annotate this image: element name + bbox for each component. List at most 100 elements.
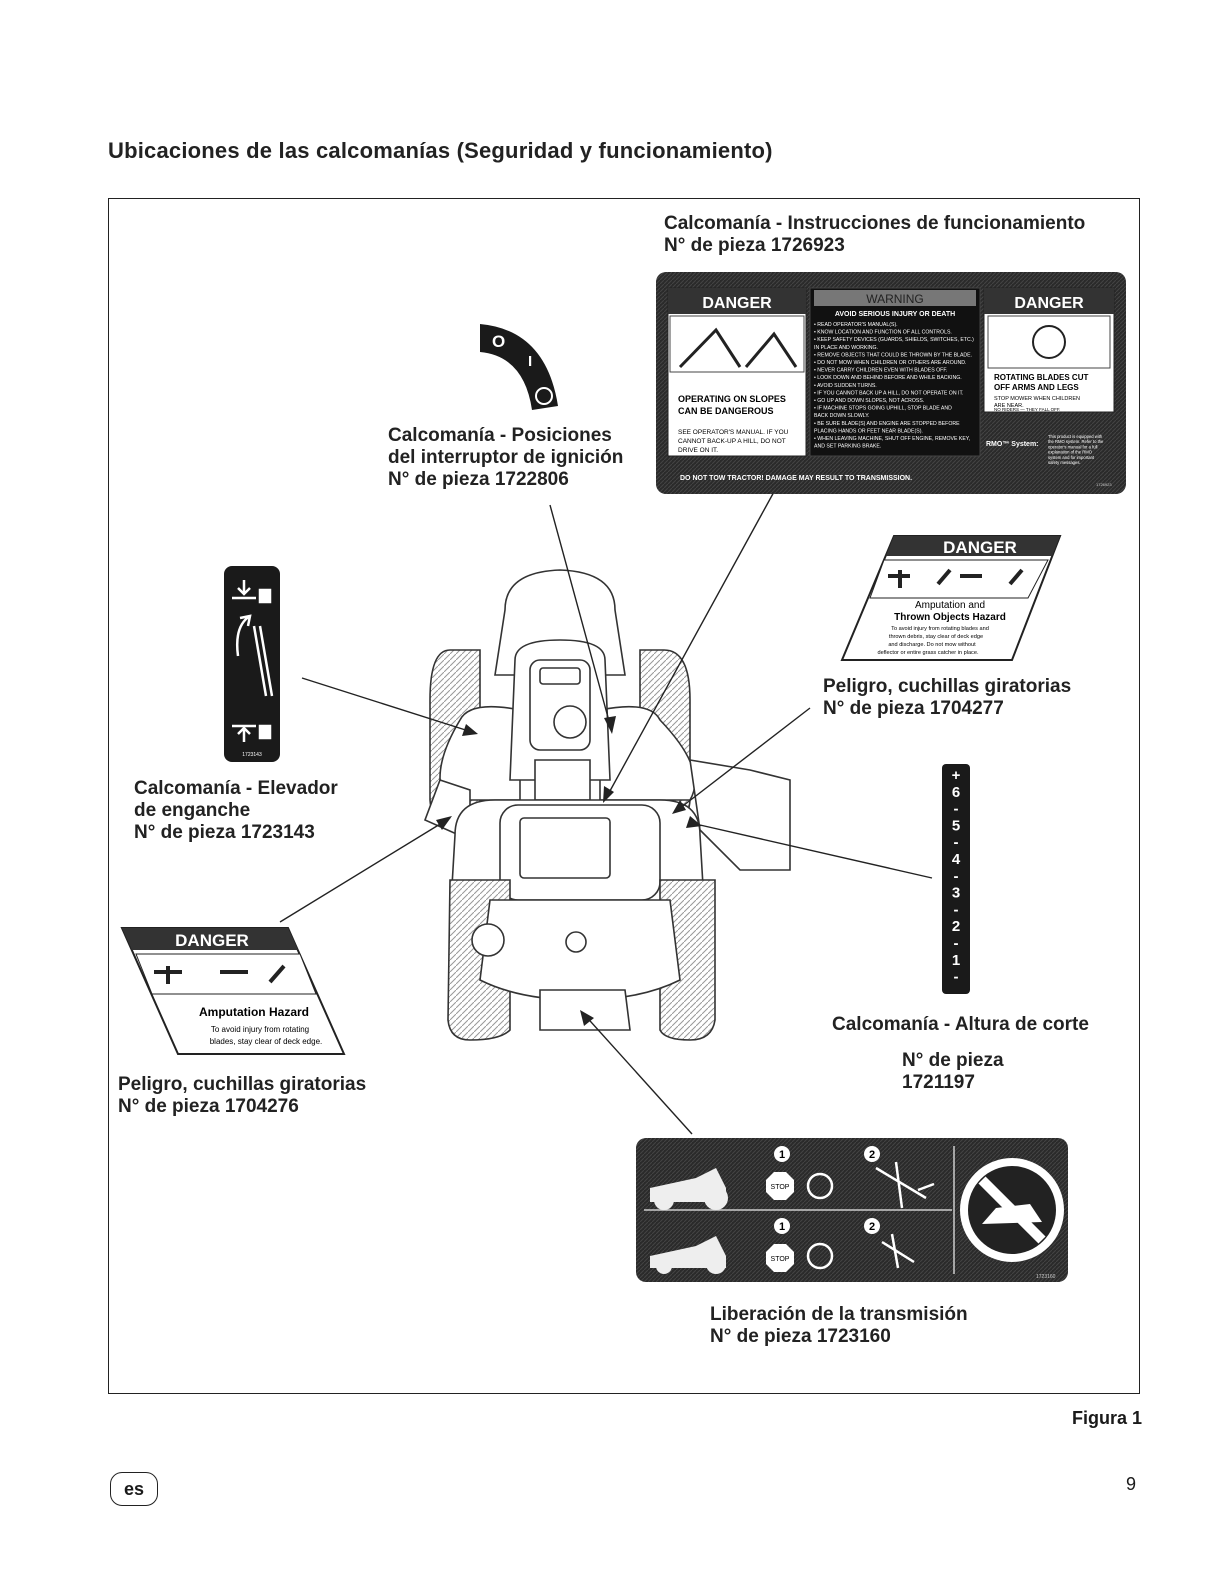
decal-text: BACK DOWN SLOWLY. xyxy=(814,413,869,419)
decal-text: deflector or entire grass catcher in pla… xyxy=(877,650,978,656)
decal-text: • IF MACHINE STOPS GOING UPHILL, STOP BL… xyxy=(814,406,952,412)
decal-text: safety messages. xyxy=(1048,460,1081,465)
decal-text: STOP xyxy=(771,1256,790,1263)
decal-text: • KNOW LOCATION AND FUNCTION OF ALL CONT… xyxy=(814,330,952,336)
cut-height-mark: 3 xyxy=(952,885,960,902)
decal-text: STOP xyxy=(771,1184,790,1191)
caption-line: Peligro, cuchillas giratorias xyxy=(823,676,1072,697)
decal-text: • NEVER CARRY CHILDREN EVEN WITH BLADES … xyxy=(814,368,947,374)
decal-text: ARE NEAR. xyxy=(994,403,1024,409)
page-title: Ubicaciones de las calcomanías (Segurida… xyxy=(108,138,773,163)
cut-height-mark: 2 xyxy=(952,918,960,935)
decal-text: SEE OPERATOR'S MANUAL. IF YOU xyxy=(678,429,789,436)
cut-height-mark: 1 xyxy=(952,952,960,969)
lever-icon xyxy=(252,625,274,697)
cut-height-mark: 4 xyxy=(952,851,961,868)
decal-text: Amputation Hazard xyxy=(199,1005,309,1019)
decal-text: system and for important xyxy=(1048,455,1095,460)
blade-hazard-icon xyxy=(888,568,1024,588)
caption-line: del interruptor de ignición xyxy=(388,447,624,468)
caption-blades-right-decal: Peligro, cuchillas giratorias N° de piez… xyxy=(823,676,1071,720)
ignition-positions-decal: O I xyxy=(480,324,558,410)
cut-height-mark: - xyxy=(954,935,959,952)
decal-text: and discharge. Do not mow without xyxy=(888,642,976,648)
tractor-body xyxy=(423,569,791,1041)
decal-text: PLACING HANDS OR FEET NEAR BLADE(S). xyxy=(814,428,923,434)
decal-text: the RMO system. Refer to the xyxy=(1048,439,1104,444)
page-number: 9 xyxy=(1126,1474,1137,1494)
warning-label: WARNING xyxy=(866,292,924,306)
caption-line: 1721197 xyxy=(902,1072,975,1093)
caption-line: N° de pieza 1723143 xyxy=(134,822,315,843)
leader-arrows xyxy=(436,716,702,1026)
decal-text: 1 xyxy=(779,1149,785,1161)
decal-text: blades, stay clear of deck edge. xyxy=(210,1037,323,1046)
transmission-release-decal: 1 2 1 2 STOP STOP 1723160 xyxy=(636,1138,1068,1282)
decal-text: 1 xyxy=(779,1221,785,1233)
decal-text: thrown debris, stay clear of deck edge xyxy=(889,634,983,640)
decal-text: • REMOVE OBJECTS THAT COULD BE THROWN BY… xyxy=(814,352,972,358)
caption-line: Calcomanía - Posiciones xyxy=(388,425,612,446)
decal-text: RMO™ System: xyxy=(986,441,1039,448)
start-icon xyxy=(535,387,553,405)
lock-icon xyxy=(258,724,272,740)
caption-line: Calcomanía - Altura de corte xyxy=(832,1014,1089,1035)
decal-text: NO RIDERS — THEY FALL OFF. xyxy=(994,407,1060,412)
release-rod-icon xyxy=(806,1161,935,1270)
blade-hazard-icon xyxy=(1032,325,1066,359)
on-position-label: I xyxy=(528,353,532,370)
caption-line: N° de pieza 1704277 xyxy=(823,698,1004,719)
decal-text: CAN BE DANGEROUS xyxy=(678,406,774,416)
danger-label: DANGER xyxy=(702,295,772,312)
leader-lines xyxy=(279,489,933,1135)
hitch-lift-decal: 1723143 xyxy=(224,566,280,762)
decal-text: • READ OPERATOR'S MANUAL(S). xyxy=(814,322,898,328)
figure-label: Figura 1 xyxy=(1072,1408,1143,1428)
lever-arrow-icon xyxy=(236,614,252,657)
decal-text: • AVOID SUDDEN TURNS. xyxy=(814,383,877,389)
cut-height-mark: - xyxy=(954,801,959,818)
decal-text: • KEEP SAFETY DEVICES (GUARDS, SHIELDS, … xyxy=(814,337,974,343)
stop-sign-icon: STOP STOP xyxy=(766,1172,794,1272)
cut-height-mark: - xyxy=(954,868,959,885)
decal-text: 2 xyxy=(869,1221,875,1233)
caption-cut-height-decal: Calcomanía - Altura de corte N° de pieza… xyxy=(832,1014,1089,1094)
caption-blades-left-decal: Peligro, cuchillas giratorias N° de piez… xyxy=(118,1074,366,1118)
caption-transmission-decal: Liberación de la transmisión N° de pieza… xyxy=(710,1304,968,1348)
decal-text: OPERATING ON SLOPES xyxy=(678,394,786,404)
caption-line: N° de pieza 1723160 xyxy=(710,1326,891,1347)
decal-text: 2 xyxy=(869,1149,875,1161)
decal-text: • IF YOU CANNOT BACK UP A HILL, DO NOT O… xyxy=(814,390,964,396)
decal-text: Thrown Objects Hazard xyxy=(894,612,1006,623)
caption-line: Liberación de la transmisión xyxy=(710,1304,968,1325)
caption-line: Calcomanía - Elevador xyxy=(134,778,338,799)
danger-label: DANGER xyxy=(943,538,1017,557)
blade-hazard-icon xyxy=(154,964,286,984)
figure-frame xyxy=(108,198,1140,1394)
no-riders-icon xyxy=(960,1158,1064,1262)
caption-line: N° de pieza 1704276 xyxy=(118,1096,299,1117)
warning-panel: WARNING AVOID SERIOUS INJURY OR DEATH • … xyxy=(809,287,981,457)
danger-label: DANGER xyxy=(1014,295,1084,312)
cut-height-mark: - xyxy=(954,969,959,986)
decal-text: 1723160 xyxy=(1036,1274,1056,1280)
decal-text: CANNOT BACK-UP A HILL, DO NOT xyxy=(678,438,786,445)
danger-blades-right-decal: DANGER Amputation and Thrown Objects Haz… xyxy=(840,535,1062,661)
danger-rotating-blades-panel: DANGER ROTATING BLADES CUT OFF ARMS AND … xyxy=(983,287,1115,465)
decal-text: To avoid injury from rotating xyxy=(211,1025,309,1034)
danger-blades-left-decal: DANGER Amputation Hazard To avoid injury… xyxy=(120,927,346,1055)
decal-text: operator's manual for a full xyxy=(1048,444,1098,449)
decal-text: STOP MOWER WHEN CHILDREN xyxy=(994,396,1080,402)
decal-text: • LOOK DOWN AND BEHIND BEFORE AND WHILE … xyxy=(814,375,962,381)
caption-line: Peligro, cuchillas giratorias xyxy=(118,1074,367,1095)
decal-text: OFF ARMS AND LEGS xyxy=(994,383,1079,392)
language-badge: es xyxy=(110,1472,158,1506)
cut-height-mark: - xyxy=(954,834,959,851)
caption-operating-decal: Calcomanía - Instrucciones de funcionami… xyxy=(664,213,1085,257)
decal-text: ROTATING BLADES CUT xyxy=(994,373,1088,382)
caption-ignition-decal: Calcomanía - Posiciones del interruptor … xyxy=(388,425,623,491)
decal-text: IN PLACE AND WORKING. xyxy=(814,345,878,351)
decal-text: DO NOT TOW TRACTOR! DAMAGE MAY RESULT TO… xyxy=(680,475,912,482)
step-badges: 1 2 1 2 xyxy=(774,1146,880,1234)
